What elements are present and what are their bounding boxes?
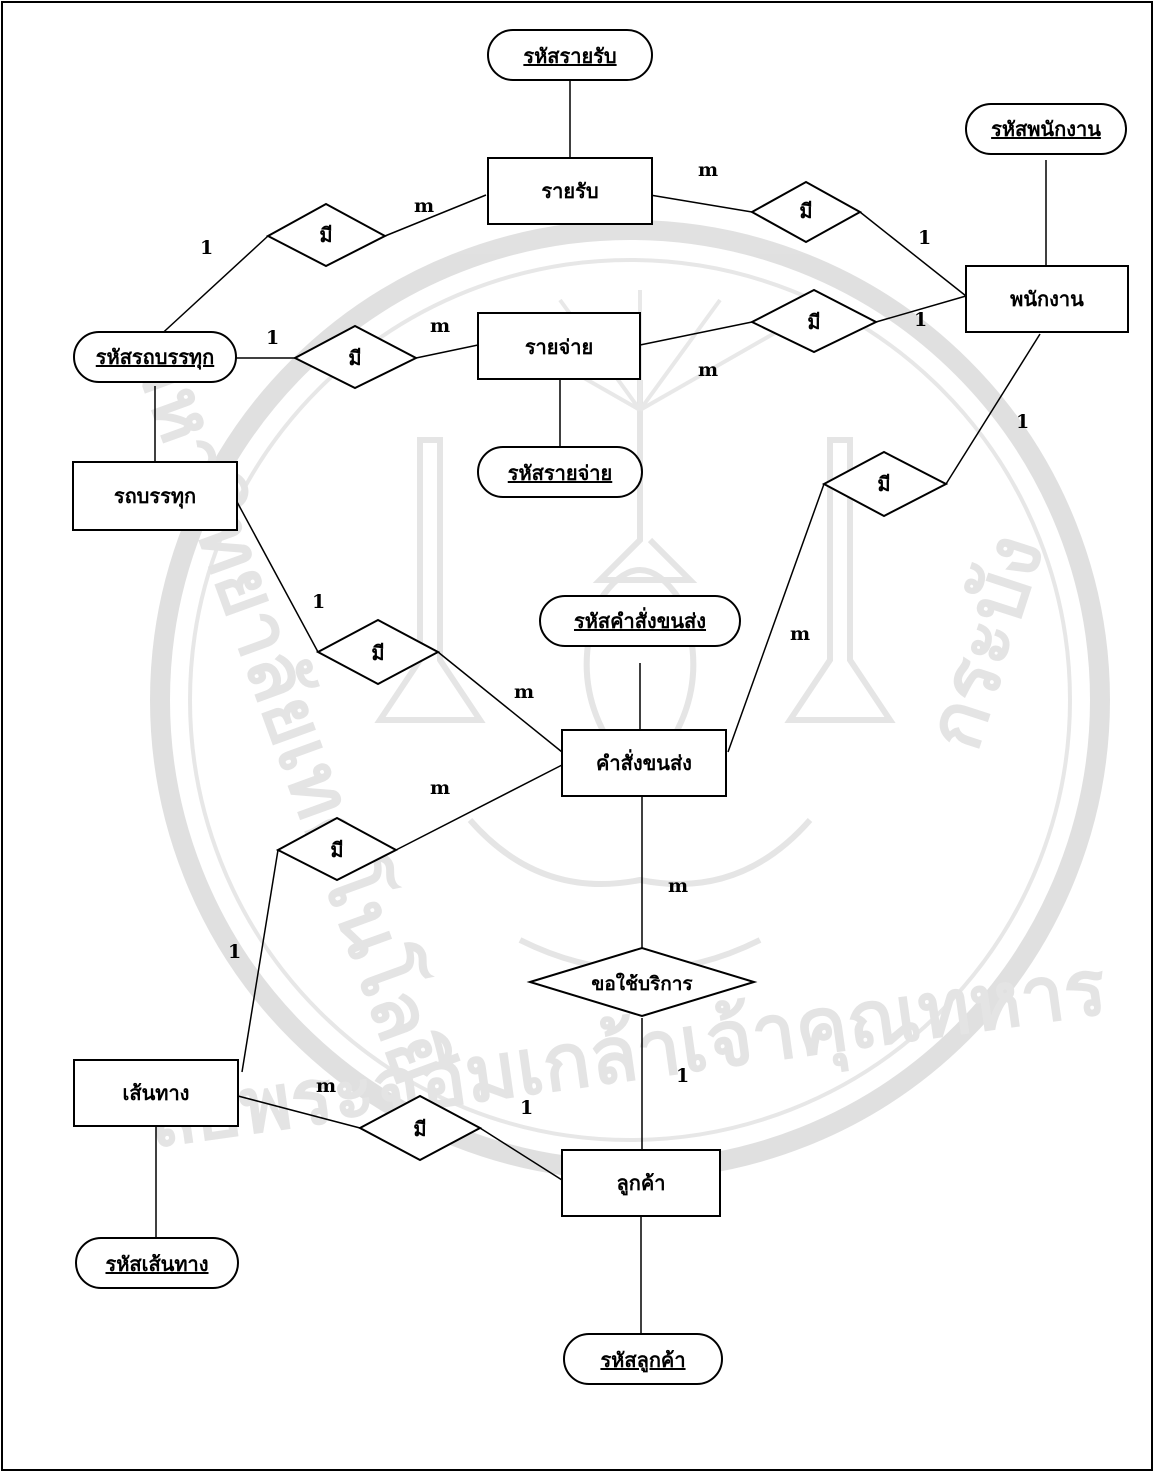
card-expense-employee-m: m <box>698 359 718 381</box>
attribute-customer-id-label: รหัสลูกค้า <box>600 1348 685 1374</box>
entity-employee: พนักงาน <box>965 265 1129 333</box>
attribute-order-id: รหัสคำสั่งขนส่ง <box>539 595 741 647</box>
attribute-expense-id: รหัสรายจ่าย <box>477 446 643 498</box>
relationship-route-order-label: มี <box>330 838 343 862</box>
relationship-route-customer-label: มี <box>413 1117 426 1141</box>
relationship-request-service-label: ขอใช้บริการ <box>591 972 693 995</box>
entity-customer: ลูกค้า <box>561 1149 721 1217</box>
relationship-truck-income: มี <box>265 202 388 268</box>
attribute-truck-id-label: รหัสรถบรรทุก <box>96 345 214 370</box>
attribute-income-id-label: รหัสรายรับ <box>523 44 616 68</box>
card-truck-income-1: 1 <box>200 237 213 259</box>
attribute-expense-id-label: รหัสรายจ่าย <box>508 461 613 485</box>
relationship-truck-order-label: มี <box>371 641 384 665</box>
card-employee-order-1: 1 <box>1016 411 1029 433</box>
relationship-request-service: ขอใช้บริการ <box>526 946 758 1018</box>
entity-expense-label: รายจ่าย <box>525 335 593 359</box>
entity-truck-label: รถบรรทุก <box>114 484 196 509</box>
relationship-income-employee: มี <box>749 180 863 244</box>
card-route-customer-m: m <box>316 1075 336 1097</box>
card-truck-income-m: m <box>414 195 434 217</box>
card-route-order-m: m <box>430 777 450 799</box>
cardinality-labels: 1 m m 1 1 m 1 m 1 m 1 m m 1 m 1 m 1 <box>200 159 1029 1119</box>
card-truck-expense-m: m <box>430 315 450 337</box>
entity-route-label: เส้นทาง <box>123 1081 190 1105</box>
card-truck-order-1: 1 <box>312 591 325 613</box>
attribute-customer-id: รหัสลูกค้า <box>563 1333 723 1385</box>
card-order-customer-m: m <box>668 875 688 897</box>
card-truck-expense-1: 1 <box>266 327 279 349</box>
relationship-truck-expense: มี <box>292 324 419 390</box>
card-order-customer-1: 1 <box>676 1065 689 1087</box>
entity-customer-label: ลูกค้า <box>617 1171 666 1197</box>
relationship-expense-employee-label: มี <box>807 310 820 334</box>
entity-income: รายรับ <box>487 157 653 225</box>
attribute-order-id-label: รหัสคำสั่งขนส่ง <box>574 606 706 633</box>
card-truck-order-m: m <box>514 681 534 703</box>
attribute-truck-id: รหัสรถบรรทุก <box>73 331 237 383</box>
card-route-customer-1: 1 <box>520 1097 533 1119</box>
attribute-employee-id-label: รหัสพนักงาน <box>991 117 1101 141</box>
relationship-expense-employee: มี <box>749 288 879 354</box>
watermark-text-right: กระบัง <box>909 524 1062 760</box>
relationship-employee-order-label: มี <box>877 472 890 496</box>
card-income-employee-m: m <box>698 159 718 181</box>
entity-order-label: คำสั่งขนส่ง <box>596 748 692 775</box>
connector-lines <box>154 80 1047 1334</box>
attribute-route-id-label: รหัสเส้นทาง <box>105 1252 208 1276</box>
entity-employee-label: พนักงาน <box>1010 287 1084 311</box>
entity-order: คำสั่งขนส่ง <box>561 729 727 797</box>
entity-expense: รายจ่าย <box>477 312 641 380</box>
card-employee-order-m: m <box>790 623 810 645</box>
relationship-employee-order: มี <box>821 450 949 518</box>
card-income-employee-1: 1 <box>918 227 931 249</box>
relationship-truck-expense-label: มี <box>348 346 361 370</box>
attribute-route-id: รหัสเส้นทาง <box>75 1237 239 1289</box>
card-route-order-1: 1 <box>228 941 241 963</box>
entity-truck: รถบรรทุก <box>72 461 238 531</box>
relationship-income-employee-label: มี <box>799 199 812 223</box>
entity-income-label: รายรับ <box>541 179 598 203</box>
relationship-truck-order: มี <box>315 618 441 686</box>
entity-route: เส้นทาง <box>73 1059 239 1127</box>
relationship-route-order: มี <box>275 816 399 882</box>
attribute-income-id: รหัสรายรับ <box>487 29 653 81</box>
attribute-employee-id: รหัสพนักงาน <box>965 103 1127 155</box>
relationship-route-customer: มี <box>357 1094 483 1162</box>
relationship-truck-income-label: มี <box>319 223 332 247</box>
card-expense-employee-1: 1 <box>914 309 927 331</box>
